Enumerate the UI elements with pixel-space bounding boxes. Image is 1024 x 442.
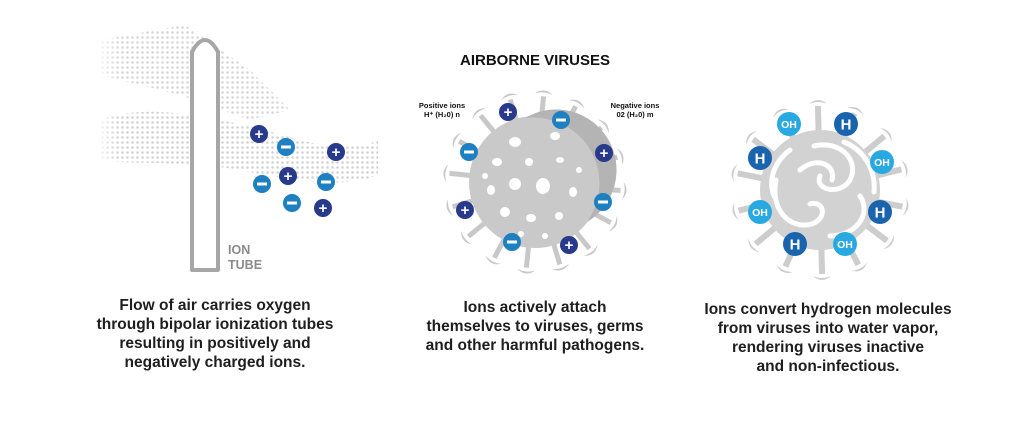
virus-spike-cap xyxy=(883,234,894,250)
positive-ion-icon: + xyxy=(499,103,517,121)
virus-spike-cap xyxy=(568,99,585,109)
virus-spike-cap xyxy=(901,160,908,178)
positive-ion-icon: + xyxy=(314,199,332,217)
negative-ion-icon xyxy=(552,111,570,129)
panel1-caption: Flow of air carries oxygen through bipol… xyxy=(96,297,334,371)
positive-ion-icon: + xyxy=(560,236,578,254)
negative-ions-formula: 02 (H₂0) m xyxy=(616,110,654,119)
svg-text:OH: OH xyxy=(837,239,853,251)
h-ion-icon: H xyxy=(783,232,807,256)
svg-text:H: H xyxy=(875,205,886,222)
oh-ion-icon: OH xyxy=(833,232,857,256)
svg-text:OH: OH xyxy=(752,207,768,219)
negative-ion-icon xyxy=(253,175,271,193)
virus-spike-cap xyxy=(731,164,738,182)
ion-tube-label-line2: TUBE xyxy=(228,258,263,272)
svg-text:+: + xyxy=(255,126,264,143)
virus-spike-cap xyxy=(446,198,454,217)
positive-ion-icon: + xyxy=(250,125,268,143)
negative-ion-icon xyxy=(283,194,301,212)
virus-spike-cap xyxy=(485,255,502,265)
panel1-ions: + + + + xyxy=(250,125,345,217)
ion-tube-label: ION TUBE xyxy=(228,243,262,273)
positive-ion-icon: + xyxy=(456,201,474,219)
h-ion-icon: H xyxy=(834,112,858,136)
svg-text:+: + xyxy=(461,202,470,219)
virus-spike-cap xyxy=(534,90,553,96)
positive-ions-label: Positive ions H⁺ (H₂0) n xyxy=(410,101,474,119)
oh-ion-icon: OH xyxy=(870,150,894,174)
positive-ion-icon: + xyxy=(327,143,345,161)
virus-spike-cap xyxy=(500,93,519,101)
panel2-ions: + + + + xyxy=(456,103,613,254)
virus-spike-cap xyxy=(616,147,624,166)
svg-text:H: H xyxy=(790,237,801,254)
virus-spike-cap xyxy=(551,263,570,271)
virus-spike-cap xyxy=(813,275,832,280)
positive-ion-icon: + xyxy=(279,167,297,185)
oh-ion-icon: OH xyxy=(777,112,801,136)
svg-text:OH: OH xyxy=(781,119,797,131)
negative-ion-icon xyxy=(460,143,478,161)
svg-text:+: + xyxy=(504,104,513,121)
virus-spike-cap xyxy=(583,244,598,256)
virus-spike-cap xyxy=(732,202,739,220)
virus-spike-cap xyxy=(748,238,760,253)
virus-spike-cap xyxy=(808,100,827,105)
svg-text:+: + xyxy=(600,145,609,162)
virus-spike-cap xyxy=(517,268,536,274)
ion-tube xyxy=(190,38,220,272)
virus-spike-cap xyxy=(847,107,864,116)
panel3-caption: Ions convert hydrogen molecules from vir… xyxy=(704,301,952,375)
ion-tube-label-line1: ION xyxy=(228,243,251,257)
negative-ion-icon xyxy=(594,193,612,211)
virus-pores xyxy=(482,132,582,239)
neutralized-virus-figure xyxy=(731,100,909,280)
virus-spike-cap xyxy=(443,164,449,183)
virus-spike-cap xyxy=(851,262,868,272)
negative-ions-label: Negative ions 02 (H₂0) m xyxy=(603,101,667,119)
panel2-title: AIRBORNE VIRUSES xyxy=(459,52,611,69)
positive-ion-icon: + xyxy=(595,144,613,162)
positive-ions-formula: H⁺ (H₂0) n xyxy=(423,110,461,119)
virus-spike-cap xyxy=(772,108,789,118)
negative-ions-label-text: Negative ions xyxy=(610,101,660,110)
h-ion-icon: H xyxy=(748,146,772,170)
svg-text:H: H xyxy=(841,117,852,134)
virus-spike-cap xyxy=(461,230,473,245)
virus-spike-cap xyxy=(608,215,618,232)
svg-text:OH: OH xyxy=(874,157,890,169)
panel2-caption: Ions actively attach themselves to virus… xyxy=(425,299,645,354)
svg-text:+: + xyxy=(565,237,574,254)
virus-spike-cap xyxy=(597,119,609,134)
negative-ion-icon xyxy=(317,173,335,191)
h-ion-icon: H xyxy=(868,200,892,224)
virus-spike-cap xyxy=(902,198,909,216)
svg-text:+: + xyxy=(284,168,293,185)
swirl-lines xyxy=(769,139,877,239)
svg-text:+: + xyxy=(319,200,328,217)
positive-ions-label-text: Positive ions xyxy=(418,101,466,110)
negative-ion-icon xyxy=(503,233,521,251)
virus-spike-cap xyxy=(776,264,793,273)
virus-spike-cap xyxy=(746,130,757,146)
panel3-ions: OH H H OH OH H H OH xyxy=(748,112,894,256)
negative-ion-icon xyxy=(277,138,295,156)
svg-text:H: H xyxy=(755,151,766,168)
virus-spike-cap xyxy=(621,181,627,200)
oh-ion-icon: OH xyxy=(748,200,772,224)
virus-spike-cap xyxy=(472,108,487,120)
virus-spike-cap xyxy=(452,132,462,149)
virus-spike-cap xyxy=(880,127,892,142)
svg-text:+: + xyxy=(332,144,341,161)
